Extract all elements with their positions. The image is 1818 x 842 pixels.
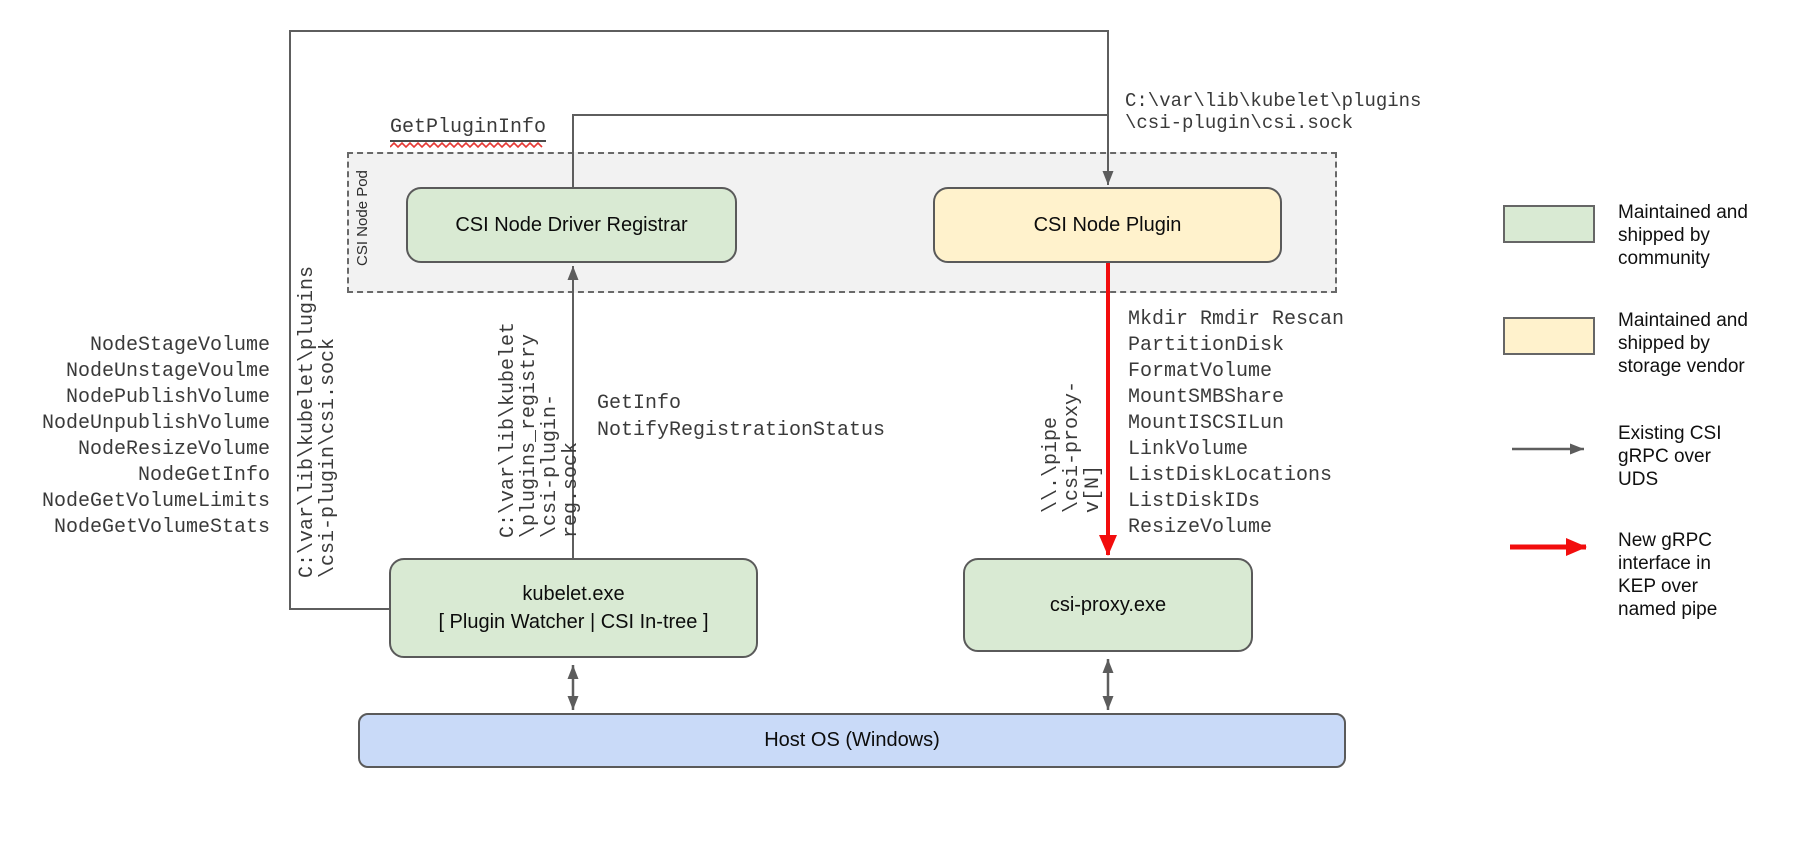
registration-sock-path-wrap: C:\var\lib\kubelet \plugins_registry \cs… (497, 298, 583, 538)
csi-node-plugin-box: CSI Node Plugin (933, 187, 1282, 263)
named-pipe-path-label: \\.\pipe \csi-proxy-v[N] (1040, 380, 1105, 513)
kubelet-box: kubelet.exe [ Plugin Watcher | CSI In-tr… (389, 558, 758, 658)
host-os-label: Host OS (Windows) (764, 729, 940, 751)
spellcheck-squiggle-icon (390, 142, 543, 149)
csi-node-driver-registrar-box: CSI Node Driver Registrar (406, 187, 737, 263)
csi-node-pod-label: CSI Node Pod (354, 170, 371, 266)
kubelet-csi-methods-label: NodeStageVolume NodeUnstageVoulme NodePu… (41, 334, 270, 539)
csi-sock-path-top-label: C:\var\lib\kubelet\plugins \csi-plugin\c… (1125, 90, 1422, 134)
host-os-box: Host OS (Windows) (358, 713, 1346, 768)
csi-sock-path-left-label: C:\var\lib\kubelet\plugins \csi-plugin\c… (296, 265, 340, 578)
kubelet-label-line2: [ Plugin Watcher | CSI In-tree ] (438, 611, 709, 633)
get-plugin-info-label-wrap: GetPluginInfo (390, 116, 550, 149)
csi-proxy-methods-label: Mkdir Rmdir Rescan PartitionDisk FormatV… (1128, 308, 1345, 539)
csi-node-plugin-label: CSI Node Plugin (1033, 214, 1182, 236)
registration-sock-path-label: C:\var\lib\kubelet \plugins_registry \cs… (497, 321, 583, 538)
csi-proxy-box: csi-proxy.exe (963, 558, 1253, 652)
get-plugin-info-label: GetPluginInfo (390, 116, 547, 142)
named-pipe-path-wrap: \\.\pipe \csi-proxy-v[N] (1040, 333, 1105, 513)
registration-methods-label: GetInfo NotifyRegistrationStatus (597, 392, 886, 442)
kubelet-label-line1: kubelet.exe (522, 583, 625, 605)
legend-community-label: Maintained and shipped by community (1618, 202, 1748, 269)
legend-vendor-swatch (1503, 317, 1595, 355)
csi-sock-path-left-wrap: C:\var\lib\kubelet\plugins \csi-plugin\c… (296, 265, 341, 578)
legend-uds-label: Existing CSI gRPC over UDS (1618, 423, 1722, 490)
csi-proxy-label: csi-proxy.exe (1049, 594, 1167, 616)
legend-vendor-label: Maintained and shipped by storage vendor (1618, 310, 1748, 377)
legend-pipe-label: New gRPC interface in KEP over named pip… (1618, 530, 1718, 620)
legend-community-swatch (1503, 205, 1595, 243)
csi-node-pod-label-wrap: CSI Node Pod (354, 170, 378, 266)
csi-node-driver-registrar-label: CSI Node Driver Registrar (455, 214, 688, 236)
